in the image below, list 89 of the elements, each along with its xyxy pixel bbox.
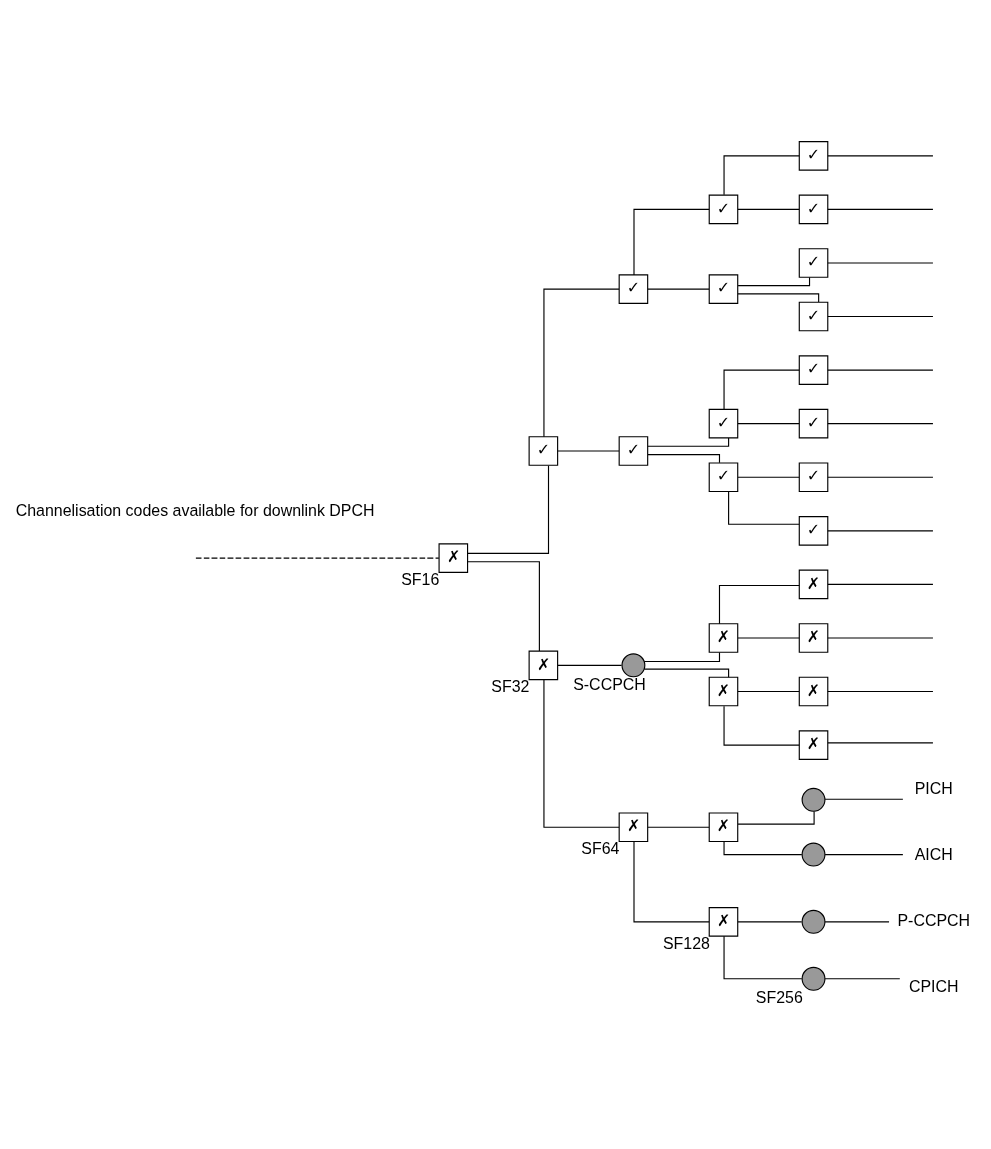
node-box: ✓ [708,461,739,492]
node-box: ✓ [798,408,829,438]
connector [827,741,934,743]
node-box: ✓ [798,354,829,385]
connector [737,292,820,303]
connector [633,840,710,922]
node-text: P-CCPCH [897,911,971,929]
connector [723,935,803,979]
connector [543,288,620,437]
node-box: ✗ [798,569,829,599]
connector [557,449,620,452]
node-box: ✗ [708,811,739,842]
node-box: ✓ [618,273,649,304]
connector [824,977,901,979]
node-label: SF32 [491,677,530,695]
node-box: ✓ [798,515,829,546]
node-box: ✗ [528,650,559,680]
connector [633,208,710,275]
node-text: CPICH [908,977,959,995]
node-text: AICH [914,845,953,863]
node-box: ✗ [708,676,739,706]
connector [827,422,934,424]
connector [737,422,800,424]
node-box: ✗ [798,676,829,706]
connector [647,826,710,828]
connector [643,651,721,662]
connector [824,798,904,800]
connector [827,154,934,156]
node-circle [801,966,826,991]
connector [827,369,934,371]
connector [827,690,934,692]
connector [827,583,934,585]
node-box: ✓ [528,435,559,466]
connector [643,668,730,678]
connector [827,476,934,478]
node-box: ✓ [798,301,829,331]
connector [723,369,800,410]
connector [647,288,710,290]
connector [728,490,800,525]
connector [737,636,800,639]
node-box: ✓ [618,435,649,466]
node-box: ✗ [438,542,469,573]
connector [827,208,934,210]
node-label: S-CCPCH [573,675,646,692]
node-label: SF128 [662,934,710,952]
node-box: ✓ [798,247,829,278]
node-label: SF16 [401,570,440,588]
node-box: ✗ [798,729,829,760]
connector [827,636,934,639]
connector [824,853,904,855]
node-box: ✗ [798,622,829,653]
node-box: ✗ [708,906,739,937]
connector [647,453,721,463]
node-box: ✗ [708,622,739,653]
connector [723,705,800,746]
node-circle [801,787,826,812]
connector [737,810,815,825]
node-box: ✗ [618,811,649,842]
connector [737,208,800,210]
label: Channelisation codes available for downlink DPCH [15,501,375,519]
node-box: ✓ [798,140,829,171]
connector [467,560,540,651]
connector [467,464,550,554]
connector [737,276,811,286]
node-circle [621,652,646,677]
connector [737,920,803,922]
connector [827,315,934,317]
connector [195,557,440,559]
connector [737,476,800,478]
connector [647,437,730,447]
connector [827,261,934,264]
node-label: SF256 [755,988,803,1006]
connector [557,664,623,666]
connector [723,154,800,195]
connector [718,584,800,624]
connector [827,529,934,531]
connector [824,920,890,922]
node-box: ✓ [798,194,829,224]
node-box: ✓ [708,273,739,304]
connector [723,840,803,855]
node-circle [801,909,826,934]
node-box: ✓ [708,408,739,438]
node-box: ✓ [708,194,739,224]
node-text: PICH [914,779,953,797]
node-box: ✓ [798,461,829,492]
node-circle [801,842,826,867]
node-label: SF64 [581,839,620,857]
connector [543,678,620,828]
connector [737,690,800,692]
